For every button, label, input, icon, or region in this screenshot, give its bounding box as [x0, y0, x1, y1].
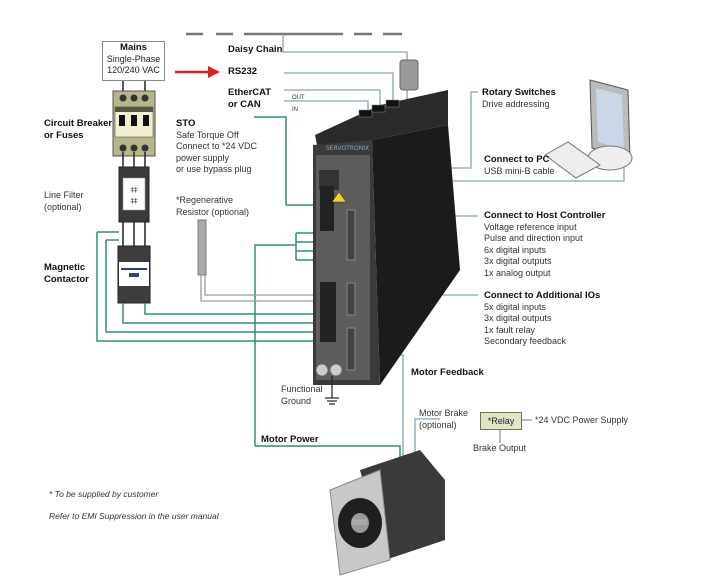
magnetic-contactor-label: Magnetic Contactor — [44, 262, 89, 285]
circuit-breaker — [112, 90, 156, 157]
footnote-emi: Refer to EMI Suppression in the user man… — [49, 511, 219, 521]
drive-brand: SERVOTRONIX — [326, 145, 369, 152]
filter-to-contactor-wires — [122, 222, 146, 248]
svg-text:‡‡: ‡‡ — [131, 186, 139, 194]
magnetic-contactor — [117, 245, 151, 304]
daisy-chain-label: Daisy Chain — [228, 44, 283, 55]
regenerative-resistor — [197, 219, 330, 302]
out-label: OUT — [292, 95, 305, 101]
motor-feedback-label: Motor Feedback — [411, 367, 484, 378]
mains-line1: Single-Phase — [106, 53, 161, 64]
power-wires — [96, 116, 401, 460]
regen-resistor-label: *Regenerative Resistor (optional) — [176, 195, 250, 217]
footnote-customer: * To be supplied by customer — [49, 489, 159, 499]
connect-pc-label: Connect to PC USB mini-B cable — [484, 154, 555, 176]
functional-ground-label: Functional Ground — [281, 384, 323, 406]
line-filter: ‡‡ ‡‡ — [118, 166, 150, 223]
rs232-arrow — [175, 66, 220, 78]
servo-motor — [329, 450, 445, 576]
relay-supply-label: *24 VDC Power Supply — [535, 415, 629, 425]
svg-text:‡‡: ‡‡ — [131, 197, 139, 205]
host-controller-label: Connect to Host Controller Voltage refer… — [484, 210, 606, 278]
motor-brake-label: Motor Brake (optional) — [419, 408, 469, 430]
rs232-label: RS232 — [228, 66, 258, 77]
motor-power-label: Motor Power — [261, 434, 319, 445]
rotary-switches-label: Rotary Switches Drive addressing — [482, 87, 556, 109]
sto-label: STO Safe Torque Off Connect to *24 VDC p… — [176, 118, 258, 174]
mains-line2: 120/240 VAC — [107, 65, 160, 75]
line-filter-label: Line Filter (optional) — [44, 190, 84, 212]
servo-drive: SERVOTRONIX — [313, 59, 460, 385]
additional-ios-label: Connect to Additional IOs 5x digital inp… — [484, 290, 601, 346]
relay-box: *Relay — [480, 412, 522, 430]
ethercat-label: EtherCAT or CAN — [228, 87, 272, 110]
pc-computer — [544, 79, 633, 179]
mains-title: Mains — [120, 42, 147, 53]
ground-symbol — [325, 376, 339, 405]
mains-box: Mains Single-Phase 120/240 VAC — [102, 41, 165, 81]
brake-output-label: Brake Output — [473, 443, 527, 453]
in-label: IN — [292, 107, 298, 113]
breaker-to-filter-wires — [122, 152, 146, 168]
circuit-breaker-label: Circuit Breaker or Fuses — [44, 118, 113, 141]
